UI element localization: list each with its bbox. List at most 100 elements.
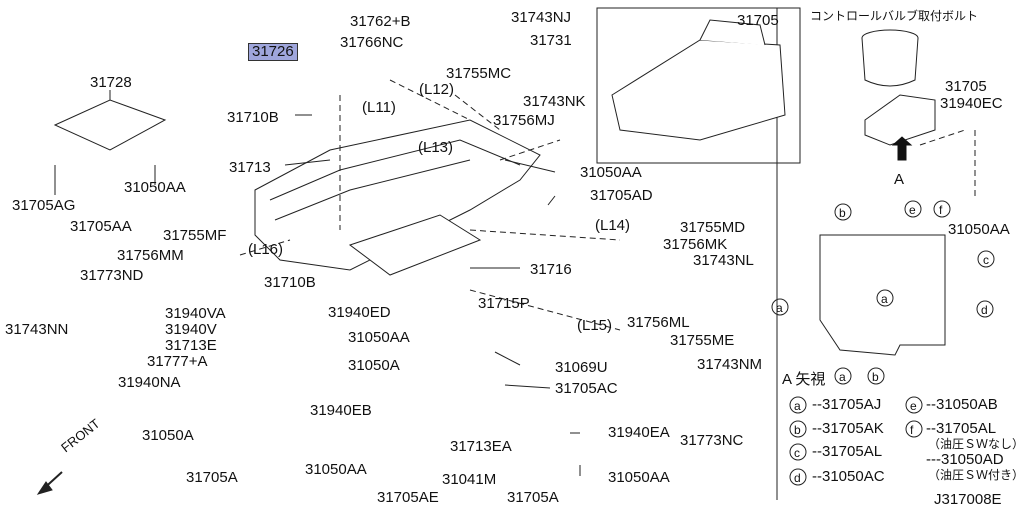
label-31705A-a: 31705A xyxy=(186,469,238,486)
label-31755MF: 31755MF xyxy=(163,227,227,244)
label-31756MJ: 31756MJ xyxy=(493,112,555,129)
legend-key-c: c xyxy=(794,446,800,460)
label-31705AC: 31705AC xyxy=(555,380,618,397)
label-31705A-b: 31705A xyxy=(507,489,559,506)
control-valve-assembly xyxy=(611,19,786,141)
callout-c: c xyxy=(983,253,989,267)
label-31756ML: 31756ML xyxy=(627,314,690,331)
label-31762B: 31762+B xyxy=(350,13,411,30)
route-L14: (L14) xyxy=(595,217,631,234)
label-31743NL: 31743NL xyxy=(693,252,754,269)
inset-title: コントロールバルブ取付ボルト xyxy=(810,9,979,23)
oil-strainer-plate xyxy=(53,99,167,151)
callout-b-1: b xyxy=(839,206,846,220)
label-31940V: 31940V xyxy=(165,321,217,338)
legend-note-f: （油圧ＳＷなし） xyxy=(928,437,1024,451)
legend-part-e: --31050AB xyxy=(926,396,998,413)
label-31050AA-b: 31050AA xyxy=(580,164,642,181)
label-31755ME: 31755ME xyxy=(670,332,735,349)
callout-a-2: a xyxy=(881,292,888,306)
view-a-callouts xyxy=(771,200,995,385)
label-31705AG: 31705AG xyxy=(12,197,76,214)
route-L16: (L16) xyxy=(248,241,284,258)
label-31705AE: 31705AE xyxy=(377,489,439,506)
callout-f: f xyxy=(939,203,943,217)
label-31728: 31728 xyxy=(90,74,132,91)
callout-b-2: b xyxy=(872,370,879,384)
label-31743NN: 31743NN xyxy=(5,321,69,338)
label-31940ED: 31940ED xyxy=(328,304,391,321)
diagram-code: J317008E xyxy=(934,491,1002,508)
label-31940EA: 31940EA xyxy=(608,424,670,441)
label-31705-top: 31705 xyxy=(737,12,779,29)
separator-plate xyxy=(348,214,482,276)
legend-part-a: --31705AJ xyxy=(812,396,882,413)
highlighted-part-31726[interactable]: 31726 xyxy=(248,43,298,61)
legend-key-f: f xyxy=(910,423,914,437)
label-31713: 31713 xyxy=(229,159,271,176)
label-31743NK: 31743NK xyxy=(523,93,586,110)
inset-box-top xyxy=(596,7,801,164)
route-L13: (L13) xyxy=(418,139,454,156)
label-31713EA: 31713EA xyxy=(450,438,512,455)
label-31773ND: 31773ND xyxy=(80,267,144,284)
view-a-panel xyxy=(819,234,946,356)
legend-part-c: --31705AL xyxy=(812,443,883,460)
label-31940NA: 31940NA xyxy=(118,374,181,391)
legend-part-f2: ---31050AD xyxy=(926,451,1004,468)
callout-d: d xyxy=(981,303,988,317)
route-L12: (L12) xyxy=(419,81,455,98)
legend-key-b: b xyxy=(794,423,801,437)
label-31756MM: 31756MM xyxy=(117,247,184,264)
bolt-cylinder xyxy=(861,29,919,87)
label-31940VA: 31940VA xyxy=(165,305,226,322)
callout-a-1: a xyxy=(776,301,783,315)
label-31755MC: 31755MC xyxy=(446,65,512,82)
label-31050AA-d: 31050AA xyxy=(305,461,367,478)
arrow-a-label: A xyxy=(894,171,905,188)
legend-key-d: d xyxy=(794,471,801,485)
valve-body xyxy=(254,119,541,271)
label-31731: 31731 xyxy=(530,32,572,49)
label-31705AA: 31705AA xyxy=(70,218,132,235)
label-31743NJ: 31743NJ xyxy=(511,9,572,26)
front-arrowhead-icon xyxy=(36,481,53,495)
legend-key-e: e xyxy=(910,399,917,413)
label-31773NC: 31773NC xyxy=(680,432,744,449)
callout-e: e xyxy=(909,203,916,217)
label-31766NC: 31766NC xyxy=(340,34,404,51)
label-31041M: 31041M xyxy=(442,471,497,488)
label-31710B-a: 31710B xyxy=(227,109,279,126)
label-31715P: 31715P xyxy=(478,295,530,312)
label-31050AA-c: 31050AA xyxy=(348,329,410,346)
label-31710B-b: 31710B xyxy=(264,274,316,291)
label-31705-inset: 31705 xyxy=(945,78,987,95)
label-31756MK: 31756MK xyxy=(663,236,728,253)
view-a-label: A 矢視 xyxy=(782,371,826,388)
label-31713E: 31713E xyxy=(165,337,217,354)
route-L11: (L11) xyxy=(362,99,396,116)
arrow-a-icon xyxy=(891,136,913,161)
label-31050AA-f: 31050AA xyxy=(948,221,1010,238)
valve-assembly-small xyxy=(864,94,936,146)
label-leaders xyxy=(54,90,581,476)
route-L15: (L15) xyxy=(577,317,613,334)
label-31050A-b: 31050A xyxy=(142,427,194,444)
label-31940EC: 31940EC xyxy=(940,95,1003,112)
label-31050AA-a: 31050AA xyxy=(124,179,186,196)
leader-lines xyxy=(239,79,976,331)
label-31050A-a: 31050A xyxy=(348,357,400,374)
label-31743NM: 31743NM xyxy=(697,356,763,373)
legend-circles xyxy=(789,396,923,486)
label-31777A: 31777+A xyxy=(147,353,208,370)
label-31716: 31716 xyxy=(530,261,572,278)
label-31069U: 31069U xyxy=(555,359,608,376)
label-31050AA-e: 31050AA xyxy=(608,469,670,486)
legend-part-f: --31705AL xyxy=(926,420,997,437)
legend-part-b: --31705AK xyxy=(812,420,884,437)
label-31705AD: 31705AD xyxy=(590,187,653,204)
legend-key-a: a xyxy=(794,399,801,413)
label-31940EB: 31940EB xyxy=(310,402,372,419)
